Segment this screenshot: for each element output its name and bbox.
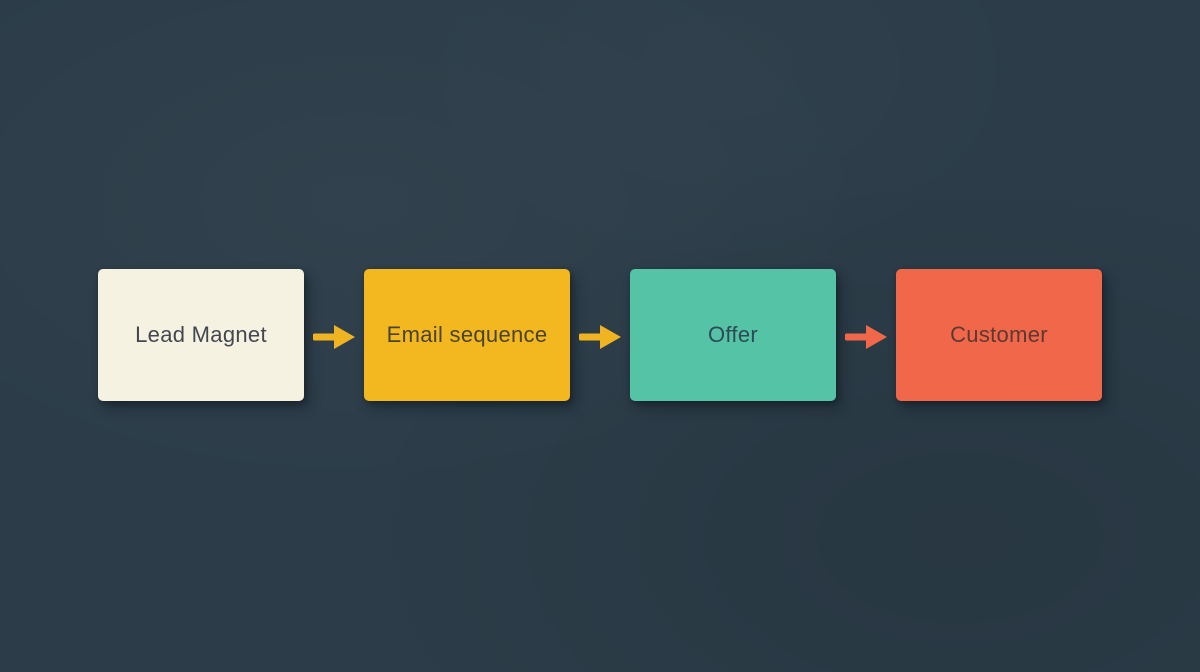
step-box-offer: Offer — [630, 269, 836, 401]
connector-3 — [836, 269, 896, 401]
step-box-lead-magnet: Lead Magnet — [98, 269, 304, 401]
arrow-right-icon — [845, 325, 887, 349]
step-label-customer: Customer — [950, 321, 1048, 347]
step-box-customer: Customer — [896, 269, 1102, 401]
connector-2 — [570, 269, 630, 401]
arrow-right-icon — [313, 325, 355, 349]
connector-1 — [304, 269, 364, 401]
funnel-flow-diagram: Lead Magnet Email sequence Offer Custome… — [98, 269, 1102, 401]
step-label-lead-magnet: Lead Magnet — [135, 321, 267, 347]
step-label-offer: Offer — [707, 321, 758, 347]
step-box-email-sequence: Email sequence — [364, 269, 570, 401]
step-label-email-sequence: Email sequence — [386, 321, 548, 347]
arrow-right-icon — [579, 325, 621, 349]
